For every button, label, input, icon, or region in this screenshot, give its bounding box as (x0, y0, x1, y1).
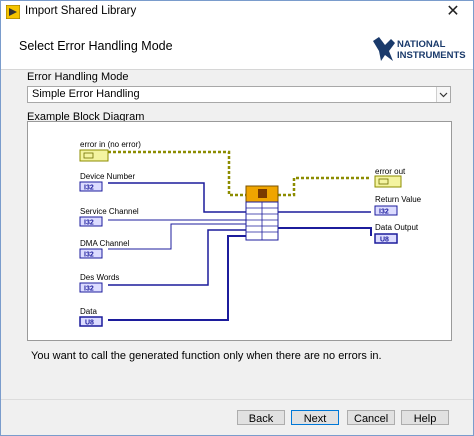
call-library-function-node[interactable] (245, 185, 279, 241)
terminal-label: Data (80, 307, 97, 316)
terminal-label: Des Words (80, 273, 119, 282)
chevron-down-icon (439, 92, 448, 98)
info-text: You want to call the generated function … (31, 350, 382, 362)
error-mode-label: Error Handling Mode (27, 71, 129, 83)
back-button[interactable]: Back (237, 410, 285, 425)
input-terminal-error-in: error in (no error) (79, 140, 141, 162)
title-bar: Import Shared Library ✕ (1, 1, 473, 23)
diagram-label: Example Block Diagram (27, 111, 145, 123)
help-button[interactable]: Help (401, 410, 449, 425)
logo-text-national: NATIONAL (397, 39, 446, 50)
terminal-label: error in (no error) (80, 140, 141, 149)
terminal-label: DMA Channel (80, 239, 130, 248)
input-terminal-device-number: Device Number I32 (79, 172, 135, 192)
terminal-label: Device Number (80, 172, 135, 181)
output-terminal-return-value: Return Value I32 (374, 195, 422, 216)
terminal-type-tag: I32 (84, 220, 94, 227)
footer-divider (1, 399, 473, 400)
output-terminal-error-out: error out (374, 167, 406, 188)
window-title: Import Shared Library (25, 5, 137, 17)
terminal-type-tag: I32 (379, 209, 389, 216)
terminal-type-tag: I32 (84, 252, 94, 259)
input-terminal-dma-channel: DMA Channel I32 (79, 239, 130, 259)
eagle-icon (373, 37, 395, 61)
terminal-label: Data Output (375, 223, 419, 232)
page-title: Select Error Handling Mode (19, 39, 173, 53)
cancel-button[interactable]: Cancel (347, 410, 395, 425)
wires (108, 150, 372, 321)
national-instruments-logo: NATIONAL INSTRUMENTS (373, 37, 466, 61)
terminal-label: Return Value (375, 195, 422, 204)
terminal-label: error out (375, 167, 406, 176)
terminal-type-tag: I32 (84, 286, 94, 293)
error-mode-select[interactable]: Simple Error Handling (27, 86, 451, 103)
wizard-header: Select Error Handling Mode NATIONAL INST… (1, 23, 473, 70)
block-diagram-canvas: error in (no error) Device Number I32 Se… (79, 140, 422, 327)
terminal-label: Service Channel (80, 207, 139, 216)
select-arrow[interactable] (436, 87, 450, 102)
example-block-diagram: error in (no error) Device Number I32 Se… (27, 121, 452, 341)
error-mode-selected-value: Simple Error Handling (32, 88, 140, 100)
close-button[interactable]: ✕ (446, 3, 460, 20)
labview-app-icon (6, 5, 20, 19)
next-button[interactable]: Next (291, 410, 339, 425)
logo-text-instruments: INSTRUMENTS (397, 50, 466, 61)
output-terminal-data-output: Data Output U8 (374, 223, 419, 244)
terminal-type-tag: U8 (380, 237, 389, 244)
input-terminal-data: Data U8 (79, 307, 103, 327)
input-terminal-service-channel: Service Channel I32 (79, 207, 139, 227)
terminal-type-tag: I32 (84, 185, 94, 192)
terminal-type-tag: U8 (85, 320, 94, 327)
input-terminal-des-words: Des Words I32 (79, 273, 119, 293)
